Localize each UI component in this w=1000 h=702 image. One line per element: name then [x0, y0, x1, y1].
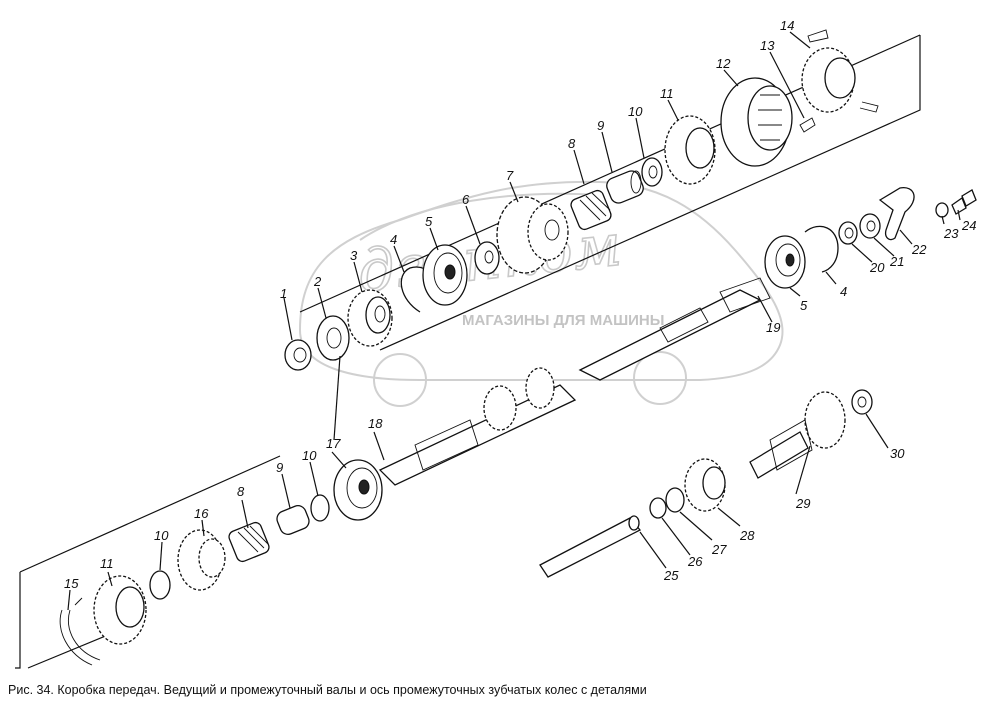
- part-26-washer: [649, 497, 667, 519]
- part-10b-washer: [310, 494, 330, 522]
- part-6-washer: [474, 241, 500, 275]
- part-23-washer: [935, 202, 949, 218]
- part-12-coupling-sleeve: [720, 77, 793, 167]
- part-16-gear: [177, 529, 226, 591]
- part-2-lock-washer: [316, 315, 350, 361]
- label-part-24: 24: [961, 218, 976, 233]
- watermark-car-outline: [298, 180, 784, 407]
- part-30-washer: [851, 389, 873, 415]
- part-15-spring: [59, 597, 101, 666]
- label-part-3: 3: [350, 248, 358, 263]
- part-8b-needle-bearing: [228, 521, 270, 563]
- label-part-10c: 10: [154, 528, 169, 543]
- part-5-bearing: [422, 244, 468, 306]
- label-part-5b: 5: [800, 298, 808, 313]
- label-part-11b: 11: [100, 556, 114, 571]
- part-11-synchro-hub: [664, 115, 716, 185]
- label-part-14: 14: [780, 18, 794, 33]
- part-18-input-shaft: [378, 367, 577, 486]
- label-part-28: 28: [739, 528, 755, 543]
- part-19-main-shaft: [578, 277, 771, 381]
- label-part-25: 25: [663, 568, 679, 583]
- label-part-17: 17: [326, 436, 341, 451]
- label-part-11a: 11: [660, 86, 674, 101]
- label-part-6: 6: [462, 192, 470, 207]
- leader-lines: [67, 31, 961, 611]
- label-part-10b: 10: [302, 448, 317, 463]
- part-5b-bearing: [764, 235, 806, 289]
- part-14-gear: [801, 29, 879, 113]
- label-part-10a: 10: [628, 104, 643, 119]
- label-part-22: 22: [911, 242, 927, 257]
- label-part-16: 16: [194, 506, 209, 521]
- part-3-gear: [347, 289, 393, 347]
- label-part-13: 13: [760, 38, 775, 53]
- label-part-2: 2: [313, 274, 322, 289]
- label-part-8a: 8: [568, 136, 576, 151]
- watermark-tagline: МАГАЗИНЫ ДЛЯ МАШИНЫ: [462, 312, 664, 329]
- label-part-21: 21: [889, 254, 904, 269]
- part-29-countershaft-gear-block: [749, 391, 846, 479]
- part-11b-synchro-hub: [93, 575, 147, 645]
- label-part-23: 23: [943, 226, 959, 241]
- label-part-20: 20: [869, 260, 885, 275]
- part-1-nut: [284, 339, 312, 371]
- label-part-26: 26: [687, 554, 703, 569]
- label-part-12: 12: [716, 56, 731, 71]
- label-part-4a: 4: [390, 232, 397, 247]
- part-8-needle-bearing: [570, 189, 612, 231]
- label-part-5a: 5: [425, 214, 433, 229]
- part-7-double-gear: [496, 196, 569, 274]
- part-28-gear: [684, 458, 726, 512]
- part-9b-sleeve: [276, 505, 310, 535]
- part-13-spring: [799, 117, 816, 133]
- part-4b-snap-ring: [804, 225, 839, 273]
- label-part-15: 15: [64, 576, 79, 591]
- part-10c-washer: [149, 570, 171, 600]
- part-20-washer: [838, 221, 858, 245]
- label-part-9a: 9: [597, 118, 604, 133]
- part-27-washer: [665, 487, 685, 513]
- figure-caption: Рис. 34. Коробка передач. Ведущий и пром…: [8, 683, 647, 697]
- part-21-washer: [859, 213, 881, 239]
- label-part-30: 30: [890, 446, 905, 461]
- label-part-9b: 9: [276, 460, 283, 475]
- label-part-18: 18: [368, 416, 383, 431]
- part-24-bolt: [951, 189, 977, 215]
- label-part-29: 29: [795, 496, 810, 511]
- label-part-19: 19: [766, 320, 780, 335]
- part-10-washer: [641, 157, 663, 187]
- label-part-1: 1: [280, 286, 287, 301]
- part-17-bearing: [333, 459, 383, 521]
- frame-outline: [15, 35, 921, 669]
- label-part-27: 27: [711, 542, 727, 557]
- part-22-lock-plate: [878, 187, 915, 241]
- part-9-sleeve: [606, 170, 644, 204]
- part-25-axle: [539, 515, 642, 578]
- label-part-7: 7: [506, 168, 514, 183]
- label-part-4b: 4: [840, 284, 847, 299]
- label-part-8b: 8: [237, 484, 245, 499]
